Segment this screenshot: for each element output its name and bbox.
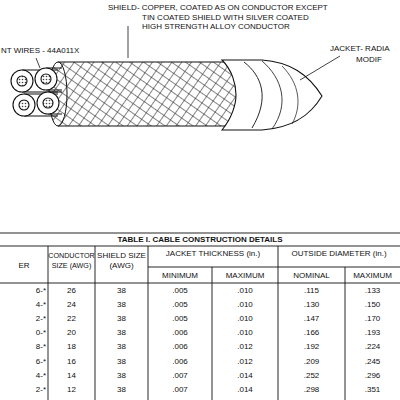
column-header: MINIMUM — [148, 271, 212, 281]
table-cell: .296 — [345, 371, 400, 381]
wires-callout: NT WIRES - 44A011X — [1, 46, 79, 56]
row-id: 8-* — [2, 342, 46, 352]
table-cell: .014 — [212, 371, 278, 381]
table-cell: .147 — [278, 314, 345, 324]
row-id: 2-* — [2, 314, 46, 324]
table-cell: .115 — [278, 286, 345, 296]
table-cell: .170 — [345, 314, 400, 324]
row-id: 6-* — [2, 357, 46, 367]
table-cell: 24 — [48, 300, 95, 310]
column-header: CONDUCTOR SIZE (AWG) — [48, 251, 95, 270]
table-cell: 16 — [48, 357, 95, 367]
column-header: JACKET THICKNESS (in.) — [150, 249, 276, 259]
table-cell: 38 — [95, 342, 148, 352]
table-cell: .010 — [212, 300, 278, 310]
table-cell: 38 — [95, 328, 148, 338]
table-cell: 18 — [48, 342, 95, 352]
column-header: ER — [0, 261, 48, 271]
table-cell: .006 — [148, 342, 212, 352]
table-cell: 38 — [95, 314, 148, 324]
table-cell: .192 — [278, 342, 345, 352]
table-cell: .010 — [212, 314, 278, 324]
conductor-wires — [11, 68, 62, 116]
jacket-callout: JACKET- RADIA — [330, 44, 390, 54]
row-id: 0-* — [2, 328, 46, 338]
braid-shield — [49, 62, 240, 126]
table-cell: 12 — [48, 385, 95, 395]
row-id: 4-* — [2, 300, 46, 310]
table-cell: .005 — [148, 314, 212, 324]
table-cell: .209 — [278, 357, 345, 367]
table-cell: 38 — [95, 357, 148, 367]
table-cell: .006 — [148, 357, 212, 367]
table-cell: 38 — [95, 300, 148, 310]
table-cell: .351 — [345, 385, 400, 395]
table-cell: 20 — [48, 328, 95, 338]
table-cell: .007 — [148, 371, 212, 381]
column-header: MAXIMUM — [345, 271, 400, 281]
jacket-callout: MODIF — [356, 55, 382, 65]
table-cell: .012 — [212, 357, 278, 367]
table-cell: .252 — [278, 371, 345, 381]
table-cell: .130 — [278, 300, 345, 310]
table-cell: .245 — [345, 357, 400, 367]
table-title: TABLE I. CABLE CONSTRUCTION DETAILS — [0, 235, 400, 245]
table-cell: .014 — [212, 385, 278, 395]
table-cell: 38 — [95, 371, 148, 381]
column-header: OUTSIDE DIAMETER (in.) — [280, 249, 398, 259]
jacket — [222, 60, 322, 130]
table-cell: .298 — [278, 385, 345, 395]
column-header: NOMINAL — [278, 271, 345, 281]
row-id: 6-* — [2, 286, 46, 296]
row-id: 4-* — [2, 371, 46, 381]
column-header: MAXIMUM — [212, 271, 278, 281]
table-cell: .133 — [345, 286, 400, 296]
table-cell: .010 — [212, 328, 278, 338]
table-cell: .166 — [278, 328, 345, 338]
column-header: SHIELD SIZE (AWG) — [95, 251, 148, 270]
row-id: 2-* — [2, 385, 46, 395]
leader-lines — [36, 26, 340, 80]
table-cell: 38 — [95, 286, 148, 296]
table-cell: 14 — [48, 371, 95, 381]
table-rules — [0, 233, 400, 400]
table-cell: .224 — [345, 342, 400, 352]
table-cell: .012 — [212, 342, 278, 352]
table-cell: .010 — [212, 286, 278, 296]
table-cell: .007 — [148, 385, 212, 395]
table-cell: 22 — [48, 314, 95, 324]
table-cell: .150 — [345, 300, 400, 310]
table-cell: 38 — [95, 385, 148, 395]
table-cell: .005 — [148, 286, 212, 296]
table-cell: .005 — [148, 300, 212, 310]
table-cell: .006 — [148, 328, 212, 338]
table-cell: .193 — [345, 328, 400, 338]
table-cell: 26 — [48, 286, 95, 296]
shield-callout: SHIELD- COPPER, COATED AS ON CONDUCTOR E… — [108, 3, 328, 32]
